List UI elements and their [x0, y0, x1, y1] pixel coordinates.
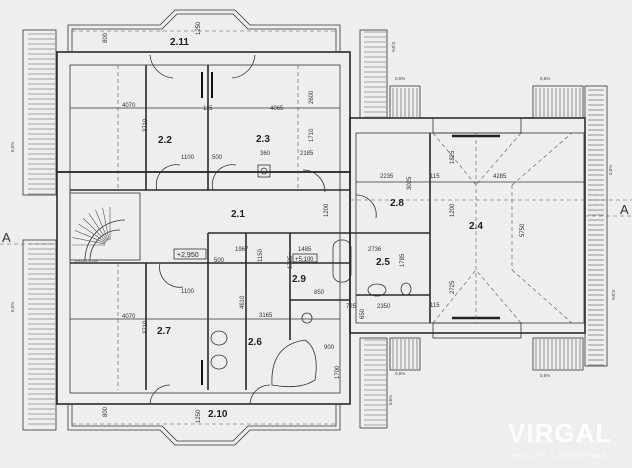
level-mark: +5,100	[295, 257, 314, 263]
dimension-label: 115	[430, 303, 440, 309]
dimension-label: 725	[346, 304, 357, 310]
hatch-line	[102, 207, 110, 241]
dimension-label: 1150	[258, 248, 264, 262]
dimension-label: 1485	[298, 247, 312, 253]
balcony-bottom	[67, 404, 341, 446]
hatch-line	[82, 217, 107, 242]
dimension-label: 850	[314, 290, 325, 296]
dimension-label: 1700	[335, 365, 341, 379]
slope-label: 0,5%	[608, 165, 613, 175]
hatch-line	[95, 209, 109, 241]
dimension-label: 115	[203, 106, 213, 112]
slope-label: 0,5%	[391, 42, 396, 52]
room-label: 2.9	[292, 274, 306, 285]
dimension-label: 4070	[122, 103, 136, 109]
dimension-label: 360	[260, 151, 271, 157]
building-walls	[56, 51, 430, 405]
room-label: 2.5	[376, 257, 390, 268]
doors	[149, 54, 377, 405]
dimension-label: 1785	[400, 253, 406, 267]
left-roof-eave	[22, 29, 57, 431]
room-label: 2.10	[208, 409, 228, 420]
sanitary-fixtures	[210, 164, 412, 388]
section-marker: A	[2, 230, 11, 245]
room-label: 2.3	[256, 134, 270, 145]
dimension-label: 4610	[240, 295, 246, 309]
dimension-label: 500	[212, 155, 223, 161]
level-box	[173, 248, 207, 260]
slope-label: 0,5%	[395, 76, 405, 81]
dimension-label: 1100	[181, 289, 195, 295]
dimension-label: 2350	[377, 304, 391, 310]
dimension-label: 3025	[407, 176, 413, 190]
slope-label: 0,5%	[611, 290, 616, 300]
watermark-logo: VIRGAL	[508, 418, 613, 448]
balcony-top	[67, 9, 341, 52]
dimension-label: 800	[103, 32, 109, 43]
dimension-label: 2600	[309, 90, 315, 104]
hatch-line	[78, 223, 107, 243]
dimension-label: 1967	[235, 247, 249, 253]
dimension-label: 1250	[196, 409, 202, 423]
staircase	[69, 192, 141, 261]
dimension-label: 3710	[143, 118, 149, 132]
dimension-label: 1200	[324, 203, 330, 217]
level-box	[292, 253, 318, 263]
room-label: 2.11	[170, 37, 189, 48]
dimension-label: 650	[360, 308, 366, 319]
dimension-label: 500	[214, 258, 225, 264]
slope-label: 0,5%	[395, 371, 405, 376]
slope-label: 0,5%	[10, 142, 15, 152]
dimension-label: 3710	[143, 320, 149, 334]
dimension-label: 4065	[270, 106, 284, 112]
hatch-line	[88, 213, 108, 242]
watermark-tagline: REALITY & INVESTMENT	[512, 454, 613, 460]
dimension-label: 1250	[196, 21, 202, 35]
room-label: 2.1	[231, 209, 245, 220]
dimension-label: 4070	[122, 314, 136, 320]
dormer-eaves	[359, 29, 608, 429]
section-marker: A	[620, 202, 629, 217]
room-label: 2.2	[158, 135, 172, 146]
slope-label: 0,5%	[540, 76, 550, 81]
dimension-label: 2185	[300, 151, 314, 157]
dimension-label: 2736	[368, 247, 382, 253]
room-label: 2.7	[157, 326, 171, 337]
slope-label: 0,5%	[388, 395, 393, 405]
dimension-label: 1710	[309, 128, 315, 142]
dimension-label: 4285	[493, 174, 507, 180]
dimension-label: 1100	[181, 155, 195, 161]
hatch-line	[74, 230, 106, 244]
dimension-label: 3165	[259, 313, 273, 319]
dimensions: 800 1250 4070 115 4065 2600 3710 1710 11…	[103, 21, 526, 423]
dimension-label: 900	[324, 345, 335, 351]
dimension-label: 2235	[380, 174, 394, 180]
dimension-label: 1200	[450, 203, 456, 217]
dimension-label: 800	[103, 406, 109, 417]
room-label: 2.8	[390, 198, 404, 209]
hatch-line	[72, 237, 106, 245]
dimension-label: 2725	[450, 280, 456, 294]
slope-label: 0,5%	[540, 373, 550, 378]
dimension-label: 1825	[450, 150, 456, 164]
stair-note: 15x184,4/250	[74, 258, 99, 263]
room-label: 2.4	[469, 221, 483, 232]
dimension-label: 115	[430, 174, 440, 180]
room-label: 2.6	[248, 337, 262, 348]
slope-label: 0,5%	[10, 302, 15, 312]
dimension-label: 5750	[520, 223, 526, 237]
level-mark: +2,950	[177, 252, 199, 259]
dimension-label: 1785	[288, 255, 294, 269]
